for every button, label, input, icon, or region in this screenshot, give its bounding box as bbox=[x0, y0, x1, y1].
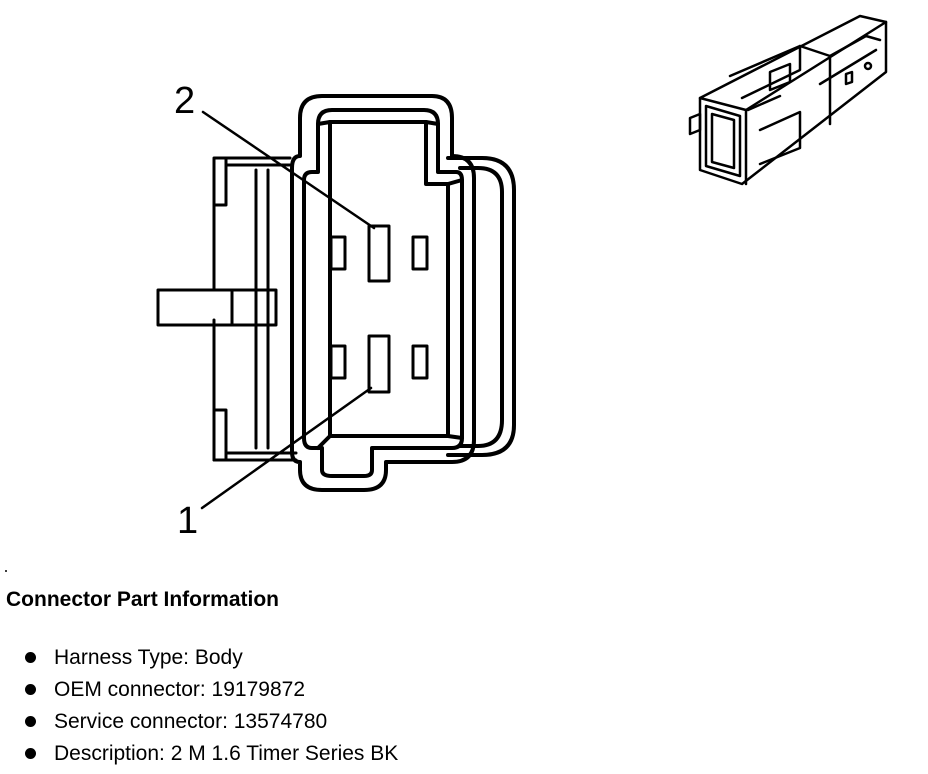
list-item-harness-type: Harness Type: Body bbox=[0, 642, 398, 674]
cavity-bottom-left bbox=[329, 344, 347, 380]
connector-diagram bbox=[5, 14, 888, 572]
terminal-1-blade bbox=[367, 334, 391, 394]
list-item-text: Harness Type: Body bbox=[54, 646, 243, 669]
list-item-text: OEM connector: 19179872 bbox=[54, 678, 305, 701]
list-item-service-connector: Service connector: 13574780 bbox=[0, 706, 398, 738]
cavity-top-right bbox=[411, 235, 429, 271]
cavity-top-left bbox=[329, 235, 347, 271]
callout-terminal-2: 2 bbox=[174, 80, 196, 122]
connector-3d-view bbox=[688, 14, 888, 186]
list-item-text: Description: 2 M 1.6 Timer Series BK bbox=[54, 742, 399, 765]
connector-info-list: Harness Type: Body OEM connector: 191798… bbox=[0, 642, 398, 770]
bullet-icon bbox=[25, 716, 36, 727]
list-item-description: Description: 2 M 1.6 Timer Series BK bbox=[0, 738, 398, 770]
callout-leaders bbox=[200, 110, 376, 510]
callout-terminal-1: 1 bbox=[177, 500, 199, 542]
connector-face-outline bbox=[290, 94, 476, 492]
bullet-icon bbox=[25, 652, 36, 663]
leader-line-1 bbox=[200, 386, 373, 510]
bullet-icon bbox=[25, 748, 36, 759]
terminal-cavities bbox=[329, 224, 429, 394]
leader-line-2 bbox=[201, 110, 376, 230]
connector-housing-left bbox=[156, 156, 298, 462]
cavity-bottom-right bbox=[411, 344, 429, 380]
list-item-text: Service connector: 13574780 bbox=[54, 710, 328, 733]
terminal-2-blade bbox=[367, 224, 391, 283]
list-item-oem-connector: OEM connector: 19179872 bbox=[0, 674, 398, 706]
stray-dot bbox=[5, 570, 7, 572]
bullet-icon bbox=[25, 684, 36, 695]
connector-rear-shell bbox=[446, 156, 516, 457]
connector-info-heading: Connector Part Information bbox=[6, 588, 280, 611]
